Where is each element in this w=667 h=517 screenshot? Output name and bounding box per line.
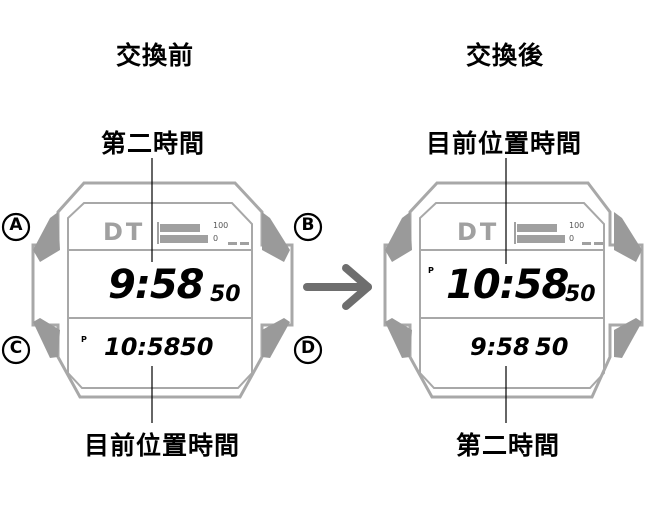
sub-pm-indicator: P bbox=[81, 335, 87, 344]
sub-seconds: 50 bbox=[535, 333, 569, 361]
sub-time: 9:58 bbox=[470, 333, 530, 361]
main-seconds: 50 bbox=[565, 282, 596, 307]
after-title: 交換後 bbox=[465, 41, 545, 70]
sub-time: 10:58 bbox=[104, 333, 181, 361]
scale-bottom: 0 bbox=[569, 234, 575, 243]
mode-text: DT bbox=[457, 218, 500, 246]
scale-top: 100 bbox=[569, 221, 585, 230]
screen-outline bbox=[67, 202, 253, 389]
button-d-shape bbox=[262, 318, 290, 358]
main-time: 9:58 bbox=[108, 262, 204, 308]
after-bottom-callout: 第二時間 bbox=[455, 431, 561, 460]
sub-seconds: 50 bbox=[180, 333, 214, 361]
after-top-callout: 目前位置時間 bbox=[425, 129, 583, 158]
button-b-label: B bbox=[301, 215, 315, 235]
button-d-label: D bbox=[300, 338, 316, 358]
before-bottom-callout: 目前位置時間 bbox=[83, 431, 241, 460]
mode-text: DT bbox=[103, 218, 146, 246]
scale-top: 100 bbox=[213, 221, 229, 230]
screen-outline bbox=[419, 202, 605, 389]
main-seconds: 50 bbox=[210, 282, 241, 307]
button-c-shape bbox=[33, 318, 60, 358]
button-a-shape bbox=[33, 212, 60, 262]
button-b-shape bbox=[262, 212, 290, 262]
main-time: 10:58 bbox=[446, 262, 569, 308]
button-c-label: C bbox=[9, 338, 23, 358]
button-a-label: A bbox=[9, 215, 23, 235]
before-title: 交換前 bbox=[115, 41, 195, 70]
scale-bottom: 0 bbox=[213, 234, 219, 243]
before-top-callout: 第二時間 bbox=[100, 129, 206, 158]
main-pm-indicator: P bbox=[428, 266, 434, 275]
